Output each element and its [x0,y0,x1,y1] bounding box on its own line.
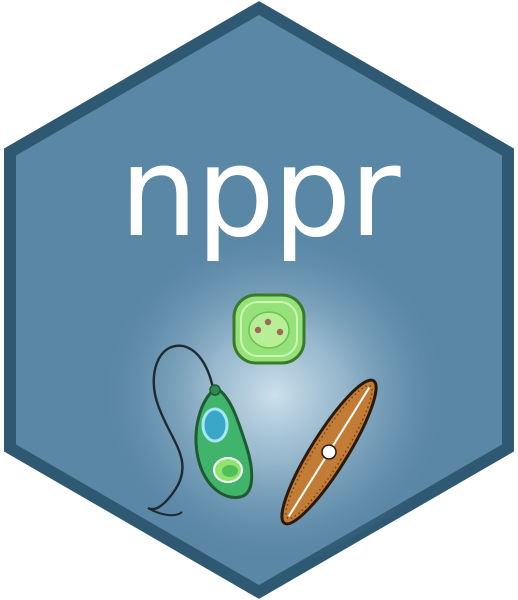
euglena-icon [147,344,254,517]
background-glow [100,225,450,565]
logo-title: nppr [119,121,401,265]
green-alga-icon [232,293,306,365]
diatom-icon [280,378,378,526]
